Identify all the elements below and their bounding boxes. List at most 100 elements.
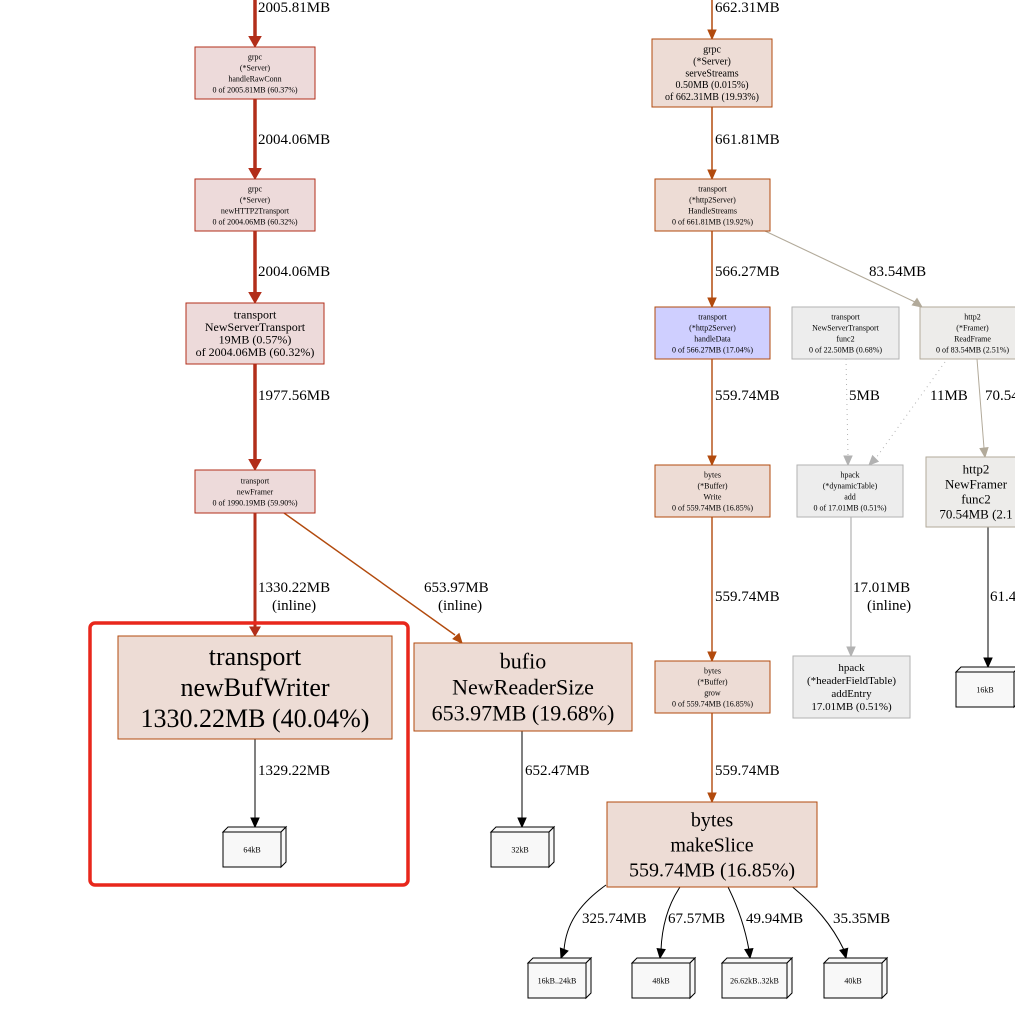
- cube-top: [221, 826, 288, 833]
- node-box: [194, 178, 316, 232]
- edge-label: 17.01MB: [853, 580, 910, 596]
- node-box: [606, 801, 818, 888]
- edge-label: 67.57MB: [668, 911, 725, 927]
- node-add-entry[interactable]: hpack(*headerFieldTable)addEntry17.01MB …: [792, 655, 911, 719]
- size-box-32kb[interactable]: 32kB: [489, 825, 556, 869]
- node-box: [796, 464, 904, 518]
- node-label-line: ReadFrame: [954, 335, 991, 344]
- node-label-line: (*Buffer): [697, 482, 727, 491]
- cube-front: [527, 962, 587, 999]
- node-label-line: serveStreams: [685, 68, 738, 79]
- node-label-line: bytes: [691, 810, 733, 832]
- edge-dyn-addentry: 17.01MB(inline): [846, 517, 911, 658]
- size-box-label: 26.62kB..32kB: [730, 977, 779, 986]
- arrowhead: [707, 297, 717, 309]
- arrowhead: [983, 657, 993, 669]
- arrowhead: [559, 947, 569, 960]
- edge-label: 11MB: [930, 388, 968, 404]
- edge-label: 559.74MB: [715, 763, 780, 779]
- edge-ms-48: 67.57MB: [656, 886, 725, 960]
- edge-label: 2005.81MB: [258, 0, 330, 16]
- node-box: [194, 46, 316, 100]
- cube-top: [526, 957, 593, 964]
- highlight-frame: [88, 621, 410, 887]
- node-label-line: 0 of 559.74MB (16.85%): [672, 504, 753, 513]
- cube-front: [823, 962, 883, 999]
- node-label-line: of 2004.06MB (60.32%): [196, 345, 315, 359]
- size-box-40kb[interactable]: 40kB: [822, 956, 889, 1000]
- node-label-line: (*Framer): [956, 324, 989, 333]
- node-label-line: (*Buffer): [697, 678, 727, 687]
- node-label-line: handleRawConn: [228, 75, 281, 84]
- size-box-64kb[interactable]: 64kB: [221, 825, 288, 869]
- node-label-line: makeSlice: [670, 835, 753, 857]
- node-label-line: hpack: [840, 471, 859, 480]
- edge-data-write: 559.74MB: [707, 359, 780, 467]
- node-label-line: bufio: [500, 648, 546, 673]
- arrowhead: [248, 292, 262, 305]
- size-box-48kb[interactable]: 48kB: [630, 956, 697, 1000]
- node-label-line: 0 of 22.50MB (0.68%): [809, 346, 882, 355]
- node-make-slice[interactable]: bytes makeSlice 559.74MB (16.85%): [606, 801, 818, 888]
- node-label-line: 0 of 661.81MB (19.92%): [672, 218, 753, 227]
- edge-label: (inline): [272, 598, 316, 614]
- node-label-line: 559.74MB (16.85%): [629, 860, 795, 882]
- edge-label: 661.81MB: [715, 132, 780, 148]
- node-label-line: 19MB (0.57%): [219, 332, 292, 346]
- size-box-16kb-24kb[interactable]: 16kB..24kB: [526, 956, 593, 1000]
- size-box-label: 64kB: [243, 846, 260, 855]
- arrowhead: [707, 792, 717, 804]
- edge-write-grow: 559.74MB: [707, 517, 780, 663]
- arrowhead: [846, 646, 856, 658]
- edge-label: 35.35MB: [833, 911, 890, 927]
- arrowhead: [868, 454, 880, 466]
- node-label-line: transport: [698, 313, 727, 322]
- node-box: [654, 660, 771, 714]
- edge-label: 5MB: [849, 388, 880, 404]
- arrowhead: [656, 947, 666, 960]
- arrowhead: [248, 459, 262, 472]
- node-label-line: NewServerTransport: [205, 320, 306, 334]
- node-label-line: 17.01MB (0.51%): [811, 701, 892, 713]
- node-label-line: NewFramer: [945, 477, 1008, 492]
- edge-ms-26-32: 49.94MB: [727, 886, 803, 960]
- arrowhead: [707, 651, 717, 663]
- node-label-line: (*dynamicTable): [823, 482, 878, 491]
- arrowhead: [249, 626, 261, 638]
- node-label-line: addEntry: [831, 688, 872, 700]
- arrowhead: [250, 817, 260, 829]
- size-box-16kb[interactable]: 16kB: [954, 666, 1015, 709]
- cube-side: [786, 956, 793, 1000]
- size-box-label: 40kB: [844, 977, 861, 986]
- node-label-line: hpack: [838, 662, 865, 674]
- edge-in-left: 2005.81MB: [248, 0, 330, 49]
- node-label-line: 653.97MB (19.68%): [432, 700, 615, 725]
- edge-label: 70.54: [985, 388, 1015, 404]
- node-label-line: newFramer: [237, 488, 274, 497]
- edge-label: 652.47MB: [525, 763, 590, 779]
- cube-front: [955, 671, 1015, 708]
- edge-label: 2004.06MB: [258, 132, 330, 148]
- edge-nf2-16: 61.4: [983, 527, 1015, 669]
- size-box-26-62kb-32kb[interactable]: 26.62kB..32kB: [720, 956, 794, 1000]
- node-label-line: (*Server): [693, 57, 731, 68]
- edge-label: 49.94MB: [746, 911, 803, 927]
- node-box: [651, 38, 773, 108]
- node-box: [185, 302, 325, 365]
- node-label-line: NewServerTransport: [812, 324, 880, 333]
